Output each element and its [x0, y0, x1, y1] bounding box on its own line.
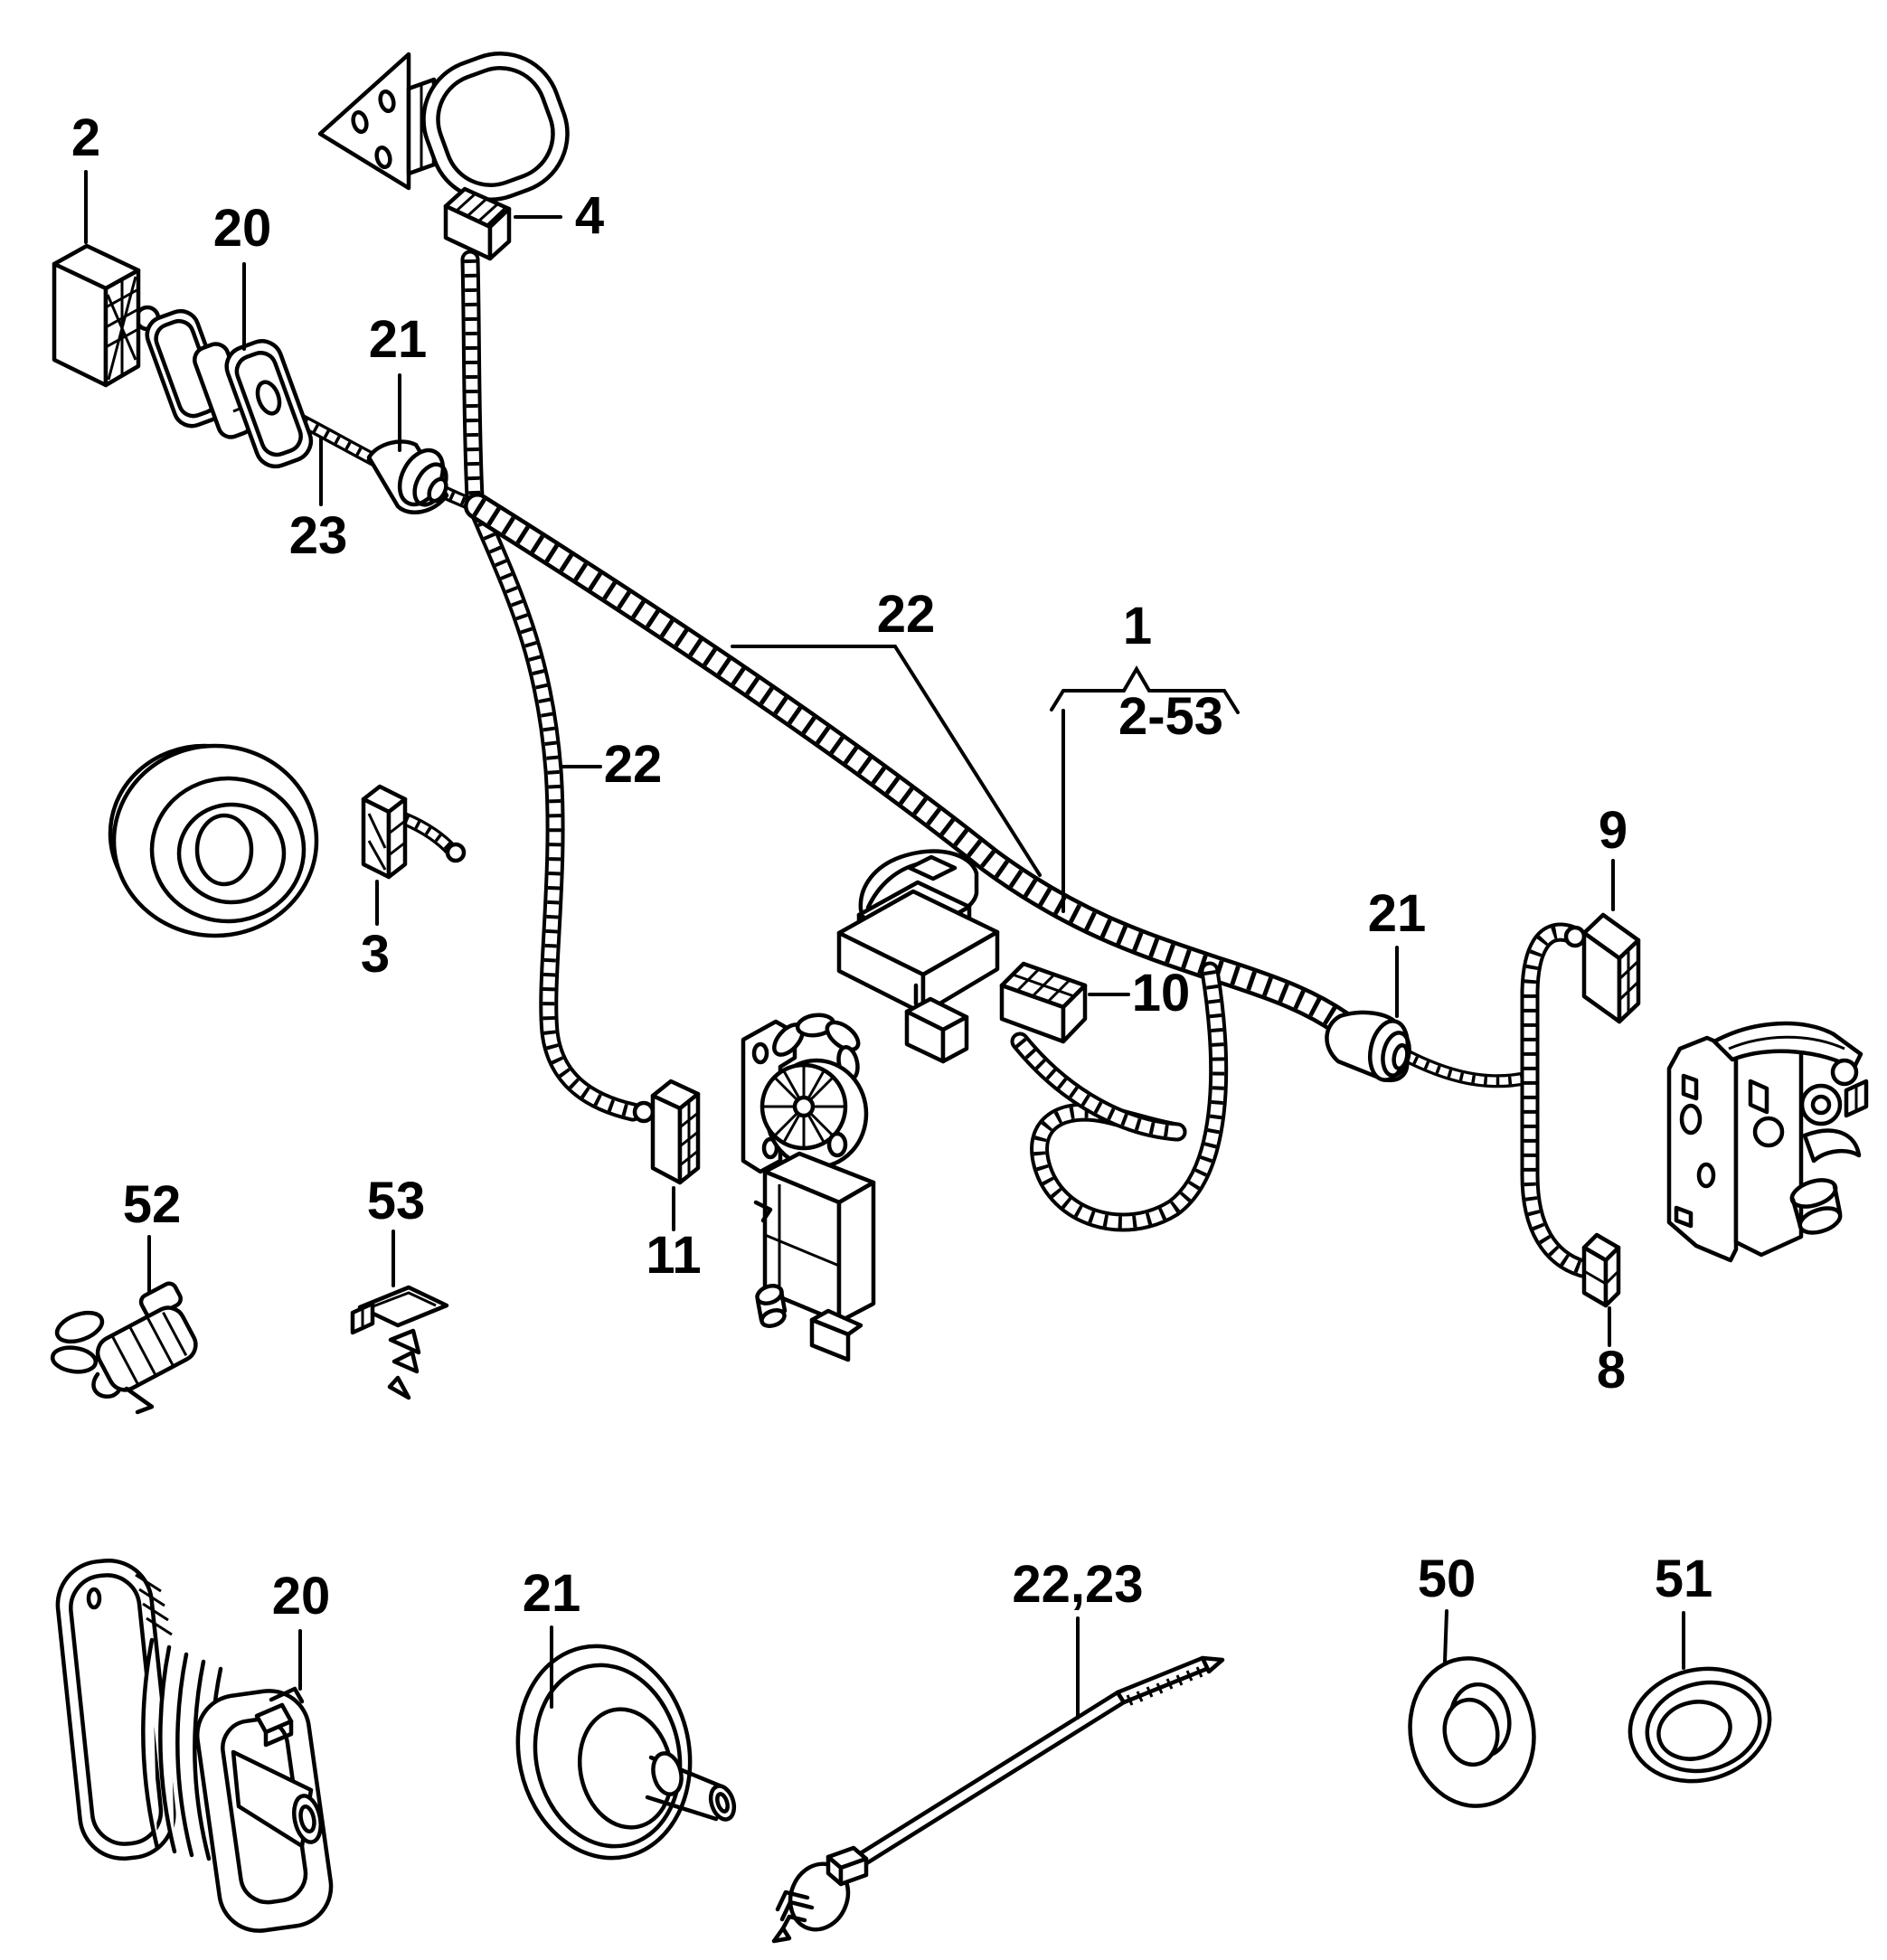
part-number-label-21: 21	[1368, 884, 1427, 943]
grommet-20-drawing	[145, 308, 314, 469]
part-number-label-23: 23	[289, 506, 348, 565]
bellows-grommet-20-detail-drawing	[55, 1558, 334, 1933]
part-number-label-9: 9	[1599, 801, 1628, 860]
wire-end-ring	[1563, 925, 1587, 948]
clip-53-drawing	[350, 1285, 449, 1400]
part-number-label-22: 22	[604, 735, 663, 794]
part-number-label-8: 8	[1597, 1341, 1626, 1399]
part-number-label-53: 53	[367, 1172, 426, 1230]
wire-end-ring	[632, 1100, 656, 1124]
connector-9-drawing	[1581, 912, 1641, 1024]
brace-callout-1	[1050, 665, 1240, 714]
round-grommet-21-detail-drawing	[515, 1644, 737, 1861]
connector-11-drawing	[650, 1079, 701, 1185]
part-number-label-22: 22	[877, 585, 936, 644]
part-number-label-4: 4	[575, 186, 604, 245]
part-number-label-3: 3	[361, 925, 390, 984]
exterior-mirror-drawing	[317, 52, 570, 202]
motor-gear-spokes	[762, 1065, 845, 1148]
part-number-label-20: 20	[272, 1567, 331, 1625]
part-number-label-50: 50	[1418, 1550, 1477, 1608]
grommet-50-drawing	[1408, 1656, 1536, 1808]
part-number-label-11: 11	[646, 1226, 701, 1285]
part-number-label-20: 20	[213, 199, 272, 258]
part-number-label-2-53: 2-53	[1118, 687, 1223, 746]
clip-52-drawing	[50, 1281, 198, 1415]
part-number-labels: 2 20 21 4 23 22 1 2-53 3 22 10 11 21 9 8 52 53 20 21 22,23 5…	[71, 108, 1713, 1720]
leader-line-22	[731, 645, 1042, 877]
cable-tie-drawing	[771, 1655, 1225, 1944]
part-number-label-51: 51	[1655, 1550, 1713, 1608]
part-number-label-21: 21	[523, 1564, 581, 1623]
window-motor-drawing	[741, 1013, 876, 1362]
rubber-boot-21-left-drawing	[366, 439, 449, 514]
leader-line-50	[1443, 1609, 1448, 1663]
connector-8-drawing	[1581, 1232, 1621, 1308]
speaker-drawing	[108, 743, 319, 938]
part-number-label-2: 2	[71, 108, 100, 167]
seal-51-drawing	[1628, 1666, 1772, 1784]
connector-3-drawing	[361, 784, 408, 880]
part-number-label-52: 52	[123, 1175, 182, 1234]
part-number-label-10: 10	[1132, 964, 1191, 1022]
rubber-boot-21-right-drawing	[1325, 1010, 1411, 1083]
door-lock-drawing	[1666, 1021, 1869, 1263]
part-number-label-1: 1	[1123, 597, 1152, 655]
connector-4-drawing	[443, 186, 512, 261]
part-number-label-21: 21	[369, 310, 428, 369]
wire-end-ring	[445, 842, 467, 863]
part-number-label-22,23: 22,23	[1012, 1555, 1143, 1614]
connector-2-drawing	[52, 243, 141, 388]
connector-10-drawing	[999, 961, 1088, 1044]
window-switch-drawing	[836, 849, 1000, 1064]
